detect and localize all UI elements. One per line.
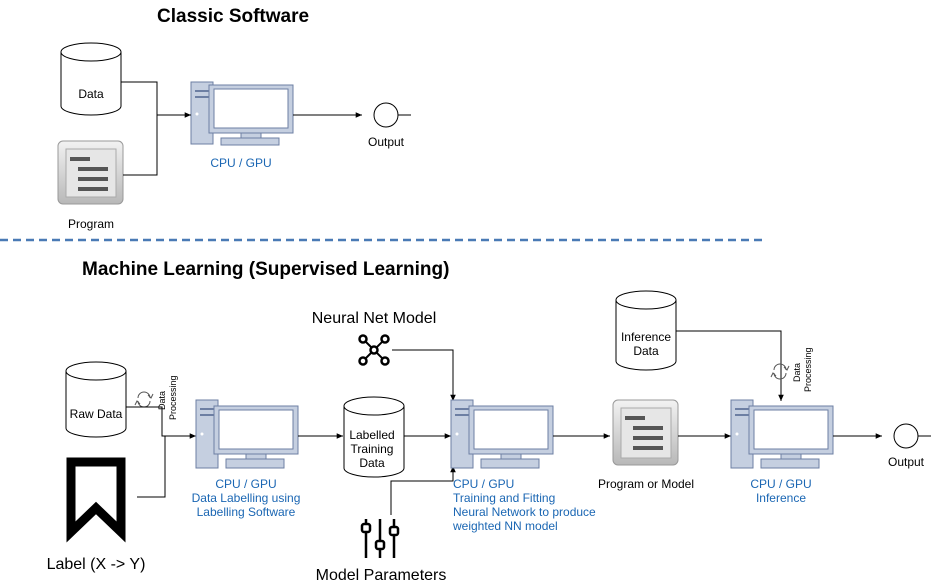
label-xy-text: Label (X -> Y) — [47, 556, 146, 573]
cpu1-line1: CPU / GPU — [215, 477, 276, 491]
params-to-cpu2-edge — [390, 466, 456, 515]
cpu2-line3: Neural Network to produce — [453, 505, 596, 519]
cpu1-line3: Labelling Software — [197, 505, 296, 519]
neural-net-label: Neural Net Model — [312, 310, 437, 327]
inference-data-to-cpu3-edge — [676, 330, 784, 401]
cpu1-line2: Data Labelling using — [192, 491, 301, 505]
classic-program-to-cpu-edge — [123, 115, 158, 176]
svg-text:Data: Data — [792, 363, 802, 382]
program-model-label: Program or Model — [598, 477, 694, 491]
inference-data-cylinder: Inference Data — [615, 290, 677, 371]
labelled-line2: Training — [351, 442, 394, 456]
inference-data-line1: Inference — [621, 330, 671, 344]
labelled-line3: Data — [359, 456, 385, 470]
ml-output-label: Output — [888, 455, 925, 469]
inference-data-line2: Data — [633, 344, 659, 358]
classic-data-label: Data — [78, 87, 104, 101]
neural-net-icon — [358, 334, 390, 366]
cpu3-computer-icon — [730, 399, 834, 469]
cpu2-line4: weighted NN model — [452, 519, 558, 533]
labelled-training-data-cylinder: Labelled Training Data — [343, 396, 405, 478]
data-processing-label-1: Data Processing — [157, 375, 178, 420]
raw-data-label: Raw Data — [70, 407, 123, 421]
neural-net-to-cpu2-edge — [392, 349, 456, 401]
svg-text:Processing: Processing — [168, 375, 178, 420]
classic-output-node — [373, 102, 399, 128]
cpu2-line2: Training and Fitting — [453, 491, 555, 505]
data-processing-icon-1 — [134, 391, 154, 408]
cpu3-line1: CPU / GPU — [750, 477, 811, 491]
ml-output-node — [893, 423, 919, 449]
raw-data-cylinder: Raw Data — [65, 361, 127, 438]
classic-program-label: Program — [68, 217, 114, 231]
cpu2-computer-icon — [450, 399, 554, 469]
ml-title: Machine Learning (Supervised Learning) — [82, 259, 449, 280]
cpu3-line2: Inference — [756, 491, 806, 505]
classic-data-to-cpu-edge — [121, 81, 191, 118]
cpu1-computer-icon — [195, 399, 299, 469]
svg-text:Data: Data — [157, 391, 167, 410]
classic-program-icon — [57, 140, 124, 205]
program-model-icon — [612, 399, 679, 466]
labelled-line1: Labelled — [349, 428, 394, 442]
cpu2-line1: CPU / GPU — [453, 477, 514, 491]
label-to-cpu1-edge — [137, 436, 166, 498]
bookmark-icon — [66, 457, 126, 543]
classic-output-label: Output — [368, 135, 405, 149]
data-processing-icon-2 — [770, 363, 790, 380]
classic-data-cylinder: Data — [60, 42, 122, 116]
data-processing-label-2: Data Processing — [792, 347, 813, 392]
model-parameters-label: Model Parameters — [316, 567, 447, 584]
model-parameters-icon — [360, 519, 400, 558]
raw-data-to-cpu1-edge — [126, 406, 196, 439]
classic-title: Classic Software — [157, 6, 309, 27]
svg-text:Processing: Processing — [803, 347, 813, 392]
classic-cpu-label: CPU / GPU — [210, 156, 271, 170]
classic-computer-icon — [190, 81, 294, 146]
